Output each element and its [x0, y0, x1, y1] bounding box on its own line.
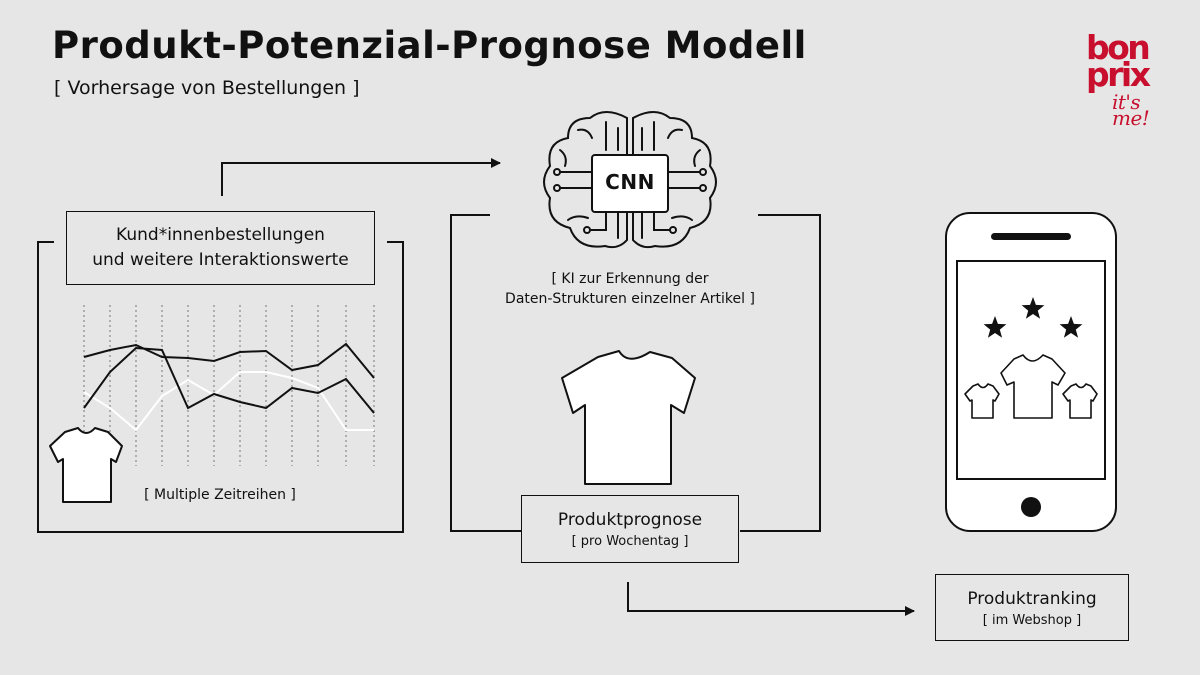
smartphone-home-button — [1021, 497, 1041, 517]
tshirt-small-right-icon — [1062, 383, 1098, 419]
input-box: Kund*innenbestellungen und weitere Inter… — [66, 211, 375, 285]
input-caption: [ Multiple Zeitreihen ] — [144, 487, 296, 503]
ranking-box: Produktranking [ im Webshop ] — [935, 574, 1129, 641]
input-title-line2: und weitere Interaktionswerte — [92, 250, 349, 270]
model-caption-line2: Daten-Strukturen einzelner Artikel ] — [505, 291, 755, 307]
brain-icon — [543, 111, 717, 249]
bonprix-logo: bon prix it's me! — [1086, 28, 1176, 131]
page-title: Produkt-Potenzial-Prognose Modell — [52, 24, 807, 67]
rating-stars — [983, 297, 1083, 338]
ranked-products — [964, 354, 1098, 419]
forecast-title: Produktprognose — [557, 510, 703, 530]
logo-line-1: bon — [1086, 28, 1151, 67]
arrow-to-ranking — [627, 582, 915, 616]
forecast-subtitle: [ pro Wochentag ] — [571, 534, 689, 549]
series-dark-1 — [83, 342, 375, 379]
input-frame — [37, 241, 404, 533]
series-dark-2 — [83, 346, 375, 414]
logo-claim: it's me! — [1112, 90, 1150, 131]
star-icon — [983, 316, 1007, 338]
tshirt-large-icon — [561, 350, 696, 485]
series-light — [83, 371, 374, 432]
page-subtitle: [ Vorhersage von Bestellungen ] — [54, 77, 360, 99]
forecast-box: Produktprognose [ pro Wochentag ] — [521, 495, 739, 563]
ranking-title: Produktranking — [967, 589, 1097, 609]
cpu-chip-icon — [591, 154, 669, 213]
star-icon — [1059, 316, 1083, 338]
tshirt-small-left-icon — [964, 383, 1000, 419]
tshirt-center-icon — [1000, 354, 1066, 419]
ranking-subtitle: [ im Webshop ] — [982, 613, 1082, 628]
timeseries-chart — [83, 305, 375, 466]
input-title-line1: Kund*innenbestellungen — [116, 225, 325, 245]
chart-gridlines — [83, 305, 375, 466]
star-icon — [1021, 297, 1045, 319]
model-caption-line1: [ KI zur Erkennung der — [551, 271, 709, 287]
tshirt-icon — [49, 427, 123, 503]
logo-line-2: prix — [1086, 55, 1151, 95]
cnn-label: CNN — [605, 170, 655, 194]
arrow-to-model — [221, 158, 501, 196]
smartphone-speaker — [991, 233, 1071, 240]
model-frame — [450, 214, 821, 532]
